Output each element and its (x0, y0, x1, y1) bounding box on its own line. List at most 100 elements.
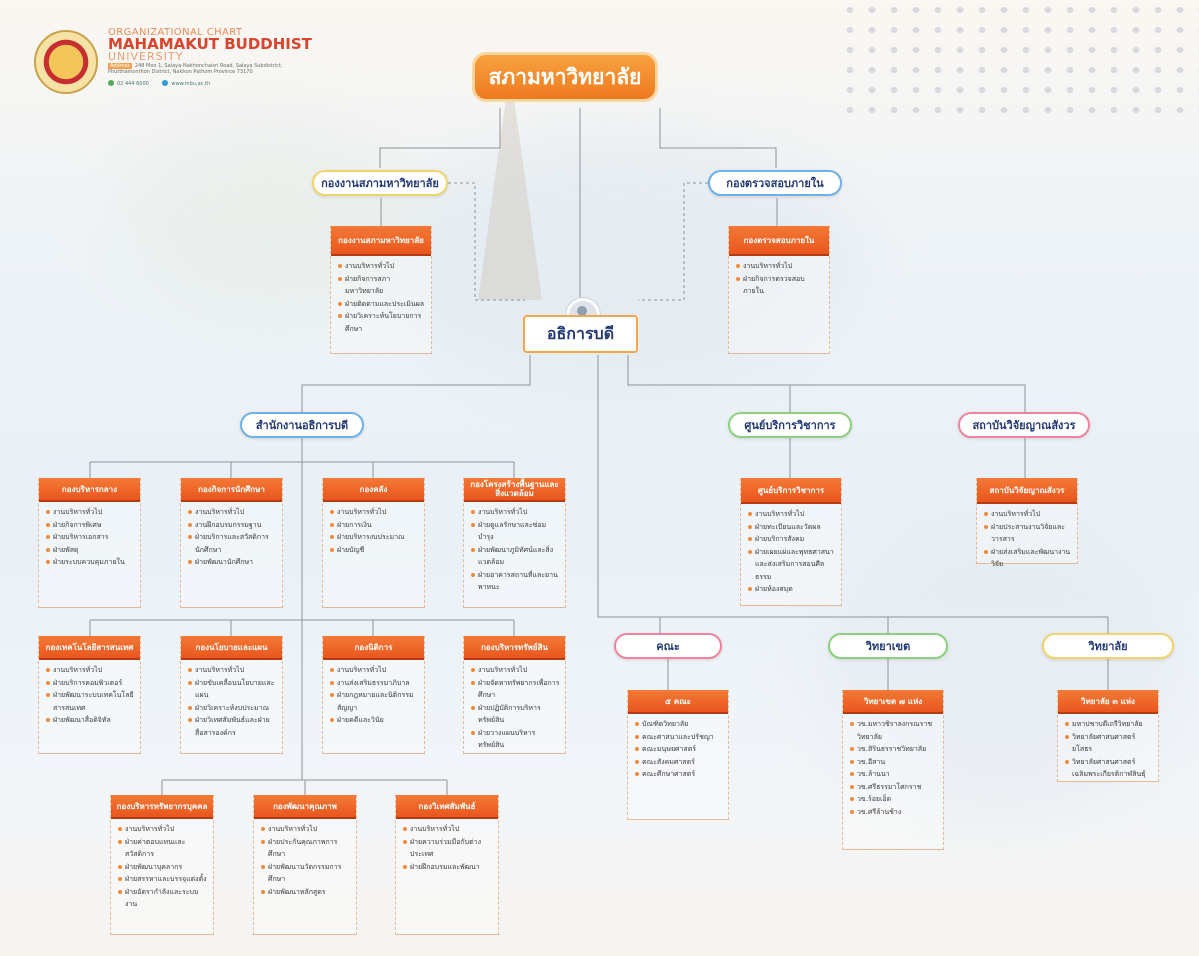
contact-row: 02 444 6000 www.mbu.ac.th (108, 80, 222, 87)
list-item: งานบริหารทั่วไป (330, 664, 420, 677)
item-list: งานบริหารทั่วไปฝ่ายขับเคลื่อนนโยบายและแผ… (181, 660, 282, 743)
list-item: ฝ่ายพัฒนาสื่อดิจิทัล (46, 714, 136, 727)
list-item: งานบริหารทั่วไป (46, 664, 136, 677)
president-node[interactable]: อธิการบดี (523, 315, 638, 353)
card-title: กองโครงสร้างพื้นฐานและสิ่งแวดล้อม (464, 478, 565, 502)
academic-center-card: ศูนย์บริการวิชาการ งานบริหารทั่วไปฝ่ายทะ… (740, 478, 842, 606)
list-item: ฝ่ายดูแลรักษาและซ่อมบำรุง (471, 519, 561, 544)
background-haze (120, 120, 420, 320)
list-item: ฝ่ายการเงิน (330, 519, 420, 532)
unit-card: กองคลังงานบริหารทั่วไปฝ่ายการเงินฝ่ายบริ… (322, 478, 425, 608)
stupa-silhouette (478, 70, 542, 300)
list-item: ฝ่ายสรรหาและบรรจุแต่งตั้ง (118, 873, 209, 886)
unit-card: กองนโยบายและแผนงานบริหารทั่วไปฝ่ายขับเคล… (180, 636, 283, 754)
council-office-card: กองงานสภามหาวิทยาลัย งานบริหารทั่วไปฝ่าย… (330, 226, 432, 354)
list-item: ฝ่ายห้องสมุด (748, 583, 837, 596)
list-item: วข.ล้านนา (850, 768, 939, 781)
card-title: กองบริหารกลาง (39, 478, 140, 502)
unit-card: กองโครงสร้างพื้นฐานและสิ่งแวดล้อมงานบริห… (463, 478, 566, 608)
list-item: ฝ่ายอัตรากำลังและระบบงาน (118, 886, 209, 911)
unit-card: กองวิเทศสัมพันธ์งานบริหารทั่วไปฝ่ายความร… (395, 795, 499, 935)
item-list: งานบริหารทั่วไปฝ่ายจัดหาทรัพยากรเพื่อการ… (464, 660, 565, 756)
list-item: ฝ่ายวิเคราะห์งบประมาณ (188, 702, 278, 715)
list-item: ฝ่ายบริหารเอกสาร (46, 531, 136, 544)
web-contact: www.mbu.ac.th (162, 80, 211, 87)
list-item: ฝ่ายพัฒนาหลักสูตร (261, 886, 352, 899)
academic-center-pill[interactable]: ศูนย์บริการวิชาการ (728, 412, 852, 438)
list-item: งานบริหารทั่วไป (330, 506, 420, 519)
list-item: ฝ่ายอาคารสถานที่และยานพาหนะ (471, 569, 561, 594)
unit-card: กองบริหารทรัพย์สินงานบริหารทั่วไปฝ่ายจัด… (463, 636, 566, 754)
item-list: งานบริหารทั่วไปฝ่ายความร่วมมือกับต่างประ… (396, 819, 498, 877)
college-pill[interactable]: วิทยาลัย (1042, 633, 1174, 659)
list-item: วข.อีสาน (850, 756, 939, 769)
list-item: ฝ่ายพัฒนานวัตกรรมการศึกษา (261, 861, 352, 886)
list-item: ฝ่ายบริการคอมพิวเตอร์ (46, 677, 136, 690)
unit-card: กองบริหารกลางงานบริหารทั่วไปฝ่ายกิจการพิ… (38, 478, 141, 608)
list-item: วข.มหาวชิราลงกรณราชวิทยาลัย (850, 718, 939, 743)
card-title: กองบริหารทรัพยากรบุคคล (111, 795, 213, 819)
audit-pill[interactable]: กองตรวจสอบภายใน (708, 170, 842, 196)
chart-label: ORGANIZATIONAL CHART (108, 27, 243, 38)
list-item: ฝ่ายวิเคราะห์นโยบายการศึกษา (338, 310, 427, 335)
unit-card: กองบริหารทรัพยากรบุคคลงานบริหารทั่วไปฝ่า… (110, 795, 214, 935)
unit-card: กองนิติการงานบริหารทั่วไปงานส่งเสริมธรรม… (322, 636, 425, 754)
list-item: คณะศึกษาศาสตร์ (635, 768, 724, 781)
research-institute-card: สถาบันวิจัยญาณสังวร งานบริหารทั่วไปฝ่ายป… (976, 478, 1078, 568)
list-item: ฝ่ายพัฒนาบุคลากร (118, 861, 209, 874)
campus-pill[interactable]: วิทยาเขต (828, 633, 948, 659)
list-item: วข.สิรินธรราชวิทยาลัย (850, 743, 939, 756)
card-title: กองงานสภามหาวิทยาลัย (331, 226, 431, 256)
president-office-pill[interactable]: สำนักงานอธิการบดี (240, 412, 364, 438)
list-item: ฝ่ายบริการสังคม (748, 533, 837, 546)
card-title: กองเทคโนโลยีสารสนเทศ (39, 636, 140, 660)
item-list: งานบริหารทั่วไปฝ่ายประกันคุณภาพการศึกษาฝ… (254, 819, 356, 902)
list-item: ฝ่ายพัฒนาระบบเทคโนโลยีสารสนเทศ (46, 689, 136, 714)
list-item: ฝ่ายความร่วมมือกับต่างประเทศ (403, 836, 494, 861)
list-item: งานบริหารทั่วไป (471, 664, 561, 677)
list-item: ฝ่ายเผยแผ่และพุทธศาสนาและส่งเสริมการสอนศ… (748, 546, 837, 584)
list-item: ฝ่ายค่าตอบแทนและสวัสดิการ (118, 836, 209, 861)
list-item: ฝ่ายกฎหมายและนิติกรรมสัญญา (330, 689, 420, 714)
university-name: MAHAMAKUT BUDDHIST (108, 35, 312, 53)
item-list: งานบริหารทั่วไปฝ่ายกิจการตรวจสอบภายใน (729, 256, 829, 302)
faculty-pill[interactable]: คณะ (614, 633, 722, 659)
list-item: มหาปชาบดีเถรีวิทยาลัย (1065, 718, 1154, 731)
card-title: ศูนย์บริการวิชาการ (741, 478, 841, 504)
card-title: กองวิเทศสัมพันธ์ (396, 795, 498, 819)
item-list: มหาปชาบดีเถรีวิทยาลัยวิทยาลัยศาสนศาสตร์ย… (1058, 714, 1158, 785)
list-item: ฝ่ายจัดหาทรัพยากรเพื่อการศึกษา (471, 677, 561, 702)
faculty-card: ๕ คณะ บัณฑิตวิทยาลัยคณะศาสนาและปรัชญาคณะ… (627, 690, 729, 820)
item-list: งานบริหารทั่วไปฝ่ายดูแลรักษาและซ่อมบำรุง… (464, 502, 565, 598)
list-item: ฝ่ายคดีและวินัย (330, 714, 420, 727)
college-card: วิทยาลัย ๓ แห่ง มหาปชาบดีเถรีวิทยาลัยวิท… (1057, 690, 1159, 782)
list-item: ฝ่ายพัฒนานักศึกษา (188, 556, 278, 569)
list-item: ฝ่ายวิเทศสัมพันธ์และฝ่ายสื่อสารองค์กร (188, 714, 278, 739)
list-item: งานบริหารทั่วไป (188, 506, 278, 519)
list-item: บัณฑิตวิทยาลัย (635, 718, 724, 731)
phone-contact: 02 444 6000 (108, 80, 149, 87)
list-item: วิทยาลัยศาสนศาสตร์เฉลิมพระเกียรติกาฬสินธ… (1065, 756, 1154, 781)
card-title: กองกิจการนักศึกษา (181, 478, 282, 502)
list-item: คณะมนุษยศาสตร์ (635, 743, 724, 756)
university-council-node[interactable]: สภามหาวิทยาลัย (472, 52, 658, 102)
list-item: วข.ศรีธรรมาโศกราช (850, 781, 939, 794)
council-office-pill[interactable]: กองงานสภามหาวิทยาลัย (312, 170, 448, 196)
list-item: ฝ่ายพัฒนาภูมิทัศน์และสิ่งแวดล้อม (471, 544, 561, 569)
item-list: งานบริหารทั่วไปงานส่งเสริมธรรมาภิบาลฝ่าย… (323, 660, 424, 731)
list-item: วข.ร้อยเอ็ด (850, 793, 939, 806)
list-item: งานบริหารทั่วไป (188, 664, 278, 677)
web-text: www.mbu.ac.th (171, 80, 211, 87)
university-name-line2: UNIVERSITY (108, 50, 184, 63)
list-item: งานบริหารทั่วไป (118, 823, 209, 836)
card-title: กองพัฒนาคุณภาพ (254, 795, 356, 819)
list-item: ฝ่ายส่งเสริมและพัฒนางานวิจัย (984, 546, 1073, 571)
list-item: ฝ่ายบริหารงบประมาณ (330, 531, 420, 544)
list-item: ฝ่ายฝึกอบรมและพัฒนา (403, 861, 494, 874)
research-institute-pill[interactable]: สถาบันวิจัยญาณสังวร (958, 412, 1090, 438)
list-item: ฝ่ายกิจการสภามหาวิทยาลัย (338, 273, 427, 298)
item-list: งานบริหารทั่วไปงานฝึกอบรมกรรมฐานฝ่ายบริก… (181, 502, 282, 573)
globe-icon (162, 80, 169, 86)
